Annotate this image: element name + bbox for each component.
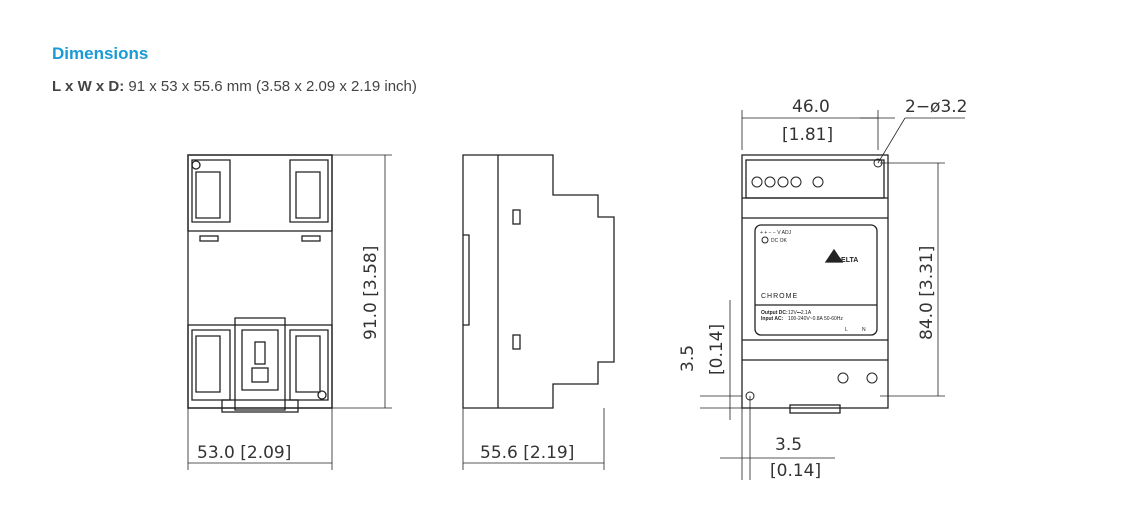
output-value: 12V⎓2.1A — [788, 310, 812, 316]
hole-dim: 2−ø3.2 — [905, 97, 968, 117]
l-label: L — [845, 327, 848, 333]
offset-v-in: [0.14] — [707, 324, 727, 375]
top-view — [187, 154, 392, 470]
dimension-spec: L x W x D: 91 x 53 x 55.6 mm (3.58 x 2.0… — [52, 78, 417, 95]
n-label: N — [862, 327, 866, 333]
input-value: 100-240V~0.8A 50-60Hz — [788, 316, 843, 322]
top-view-height-dim: 91.0 [3.58] — [361, 246, 381, 340]
series-name: CHROME — [761, 293, 798, 300]
input-label: Input AC: — [761, 316, 784, 322]
offset-v-mm: 3.5 — [678, 345, 698, 372]
offset-h-in: [0.14] — [770, 461, 821, 481]
terminal-labels: + + − − V ADJ — [760, 230, 792, 236]
top-view-width-dim: 53.0 [2.09] — [197, 443, 291, 463]
delta-logo: DELTA — [836, 257, 858, 264]
section-title: Dimensions — [52, 44, 149, 63]
output-label: Output DC: — [761, 310, 788, 316]
front-width-in: [1.81] — [782, 125, 833, 145]
offset-h-mm: 3.5 — [775, 435, 802, 455]
side-view — [462, 154, 615, 470]
side-view-depth-dim: 55.6 [2.19] — [480, 443, 574, 463]
front-width-mm: 46.0 — [792, 97, 830, 117]
dc-ok-label: DC OK — [771, 238, 788, 244]
spec-label: L x W x D: — [52, 78, 125, 95]
front-view — [700, 110, 965, 480]
front-height-dim: 84.0 [3.31] — [917, 246, 937, 340]
spec-value: 91 x 53 x 55.6 mm (3.58 x 2.09 x 2.19 in… — [128, 78, 417, 95]
